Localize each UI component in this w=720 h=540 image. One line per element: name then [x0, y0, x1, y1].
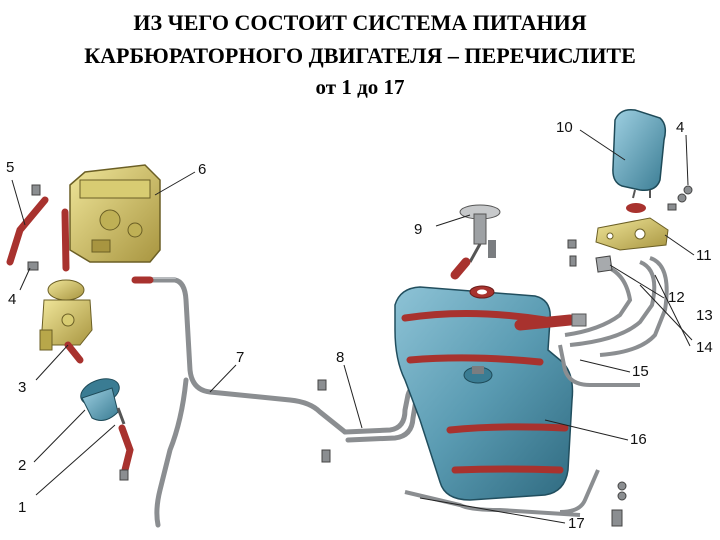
callout-8: 8 [336, 349, 344, 366]
callout-4-right: 4 [676, 119, 684, 136]
strap-bolts [317, 379, 627, 527]
fuel-level-sensor [450, 204, 501, 280]
filler-neck-hose [514, 313, 587, 331]
mounting-bracket [595, 217, 669, 251]
callout-10: 10 [556, 119, 573, 136]
hose-clamps-left [27, 184, 129, 481]
callout-11: 11 [696, 247, 712, 264]
carburetor [69, 164, 161, 263]
fuel-pump [39, 279, 93, 351]
callout-3: 3 [18, 379, 26, 396]
callout-17: 17 [568, 515, 585, 532]
callout-12: 12 [668, 289, 685, 306]
slide-title: ИЗ ЧЕГО СОСТОИТ СИСТЕМА ПИТАНИЯ КАРБЮРАТ… [0, 6, 720, 102]
callout-6: 6 [198, 161, 206, 178]
callout-1: 1 [18, 499, 26, 516]
callout-16: 16 [630, 431, 647, 448]
leader-lines [11, 129, 695, 524]
title-line-2: КАРБЮРАТОРНОГО ДВИГАТЕЛЯ – ПЕРЕЧИСЛИТЕ [84, 43, 636, 68]
callout-2: 2 [18, 457, 26, 474]
vent-pipes [558, 256, 669, 387]
callout-15: 15 [632, 363, 649, 380]
fuel-vapor-separator [612, 108, 667, 199]
callout-numbers: 1 2 3 4 4 5 6 7 8 9 10 11 12 13 14 15 16… [6, 119, 713, 532]
title-line-3: от 1 до 17 [315, 75, 405, 99]
title-line-1: ИЗ ЧЕГО СОСТОИТ СИСТЕМА ПИТАНИЯ [133, 10, 587, 35]
callout-4-left: 4 [8, 291, 16, 308]
callout-14: 14 [696, 339, 713, 356]
tank-gasket-ring [469, 285, 495, 299]
callout-5: 5 [6, 159, 14, 176]
callout-7: 7 [236, 349, 244, 366]
fuel-filter [80, 378, 126, 425]
hose-clamps-right [567, 185, 693, 273]
fuel-tank [394, 286, 574, 501]
fuel-hoses-left [6, 196, 154, 474]
callout-9: 9 [414, 221, 422, 238]
separator-gasket [626, 203, 646, 213]
callout-13: 13 [696, 307, 713, 324]
